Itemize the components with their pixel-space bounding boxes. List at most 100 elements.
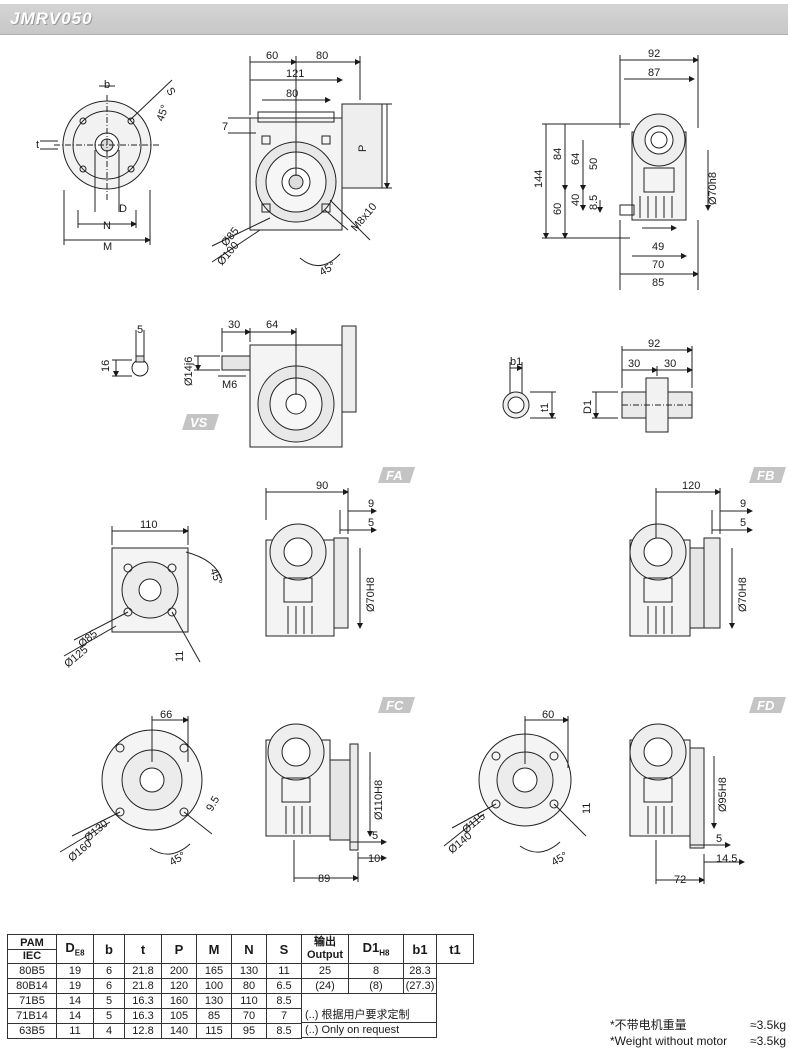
- fc-tag: FC: [378, 697, 415, 713]
- label-angle: 45°: [155, 103, 172, 123]
- note-en: (..) Only on request: [301, 1022, 437, 1038]
- label-fc-5: 5: [372, 830, 378, 842]
- label-d100: Ø100: [215, 240, 241, 268]
- label-fc-10: 10: [368, 853, 380, 865]
- label-b: b: [104, 79, 110, 91]
- fd-tag: FD: [749, 697, 786, 713]
- fc-flange-view: [59, 716, 213, 855]
- fd-flange-view: [443, 716, 587, 853]
- header-d1: D1H8: [348, 934, 404, 964]
- svg-text:FB: FB: [757, 468, 774, 483]
- label-vs-5: 5: [137, 324, 143, 336]
- header-pam: PAM: [20, 936, 44, 949]
- label-80: 80: [286, 88, 298, 100]
- weight-value-en: ≈3.5kg: [750, 1034, 786, 1048]
- label-40: 40: [570, 194, 582, 206]
- label-m8x10: M8x10: [349, 201, 379, 234]
- weight-row-en: *Weight without motor ≈3.5kg: [610, 1033, 786, 1049]
- label-144: 144: [533, 170, 545, 188]
- label-n: N: [103, 220, 111, 232]
- note-cn: (..) 根据用户要求定制: [301, 993, 437, 1023]
- label-64: 64: [570, 153, 582, 165]
- svg-text:VS: VS: [190, 415, 208, 430]
- header-s: S: [266, 934, 302, 964]
- weight-value-cn: ≈3.5kg: [750, 1018, 786, 1032]
- gearbox-side-view: [542, 55, 711, 290]
- label-hollow-30a: 30: [628, 358, 640, 370]
- label-80-top: 80: [316, 50, 328, 62]
- label-70: 70: [652, 259, 664, 271]
- label-fd-5: 5: [716, 833, 722, 845]
- label-hollow-30b: 30: [664, 358, 676, 370]
- vs-tag: VS: [182, 414, 219, 430]
- header-t: t: [124, 934, 162, 964]
- label-p: P: [357, 145, 369, 152]
- weight-row-cn: *不带电机重量 ≈3.5kg: [610, 1017, 786, 1033]
- label-d: D: [119, 203, 127, 215]
- label-m: M: [103, 241, 112, 253]
- label-fa-11: 11: [174, 651, 186, 662]
- table-row: (24)(8)(27.3): [301, 978, 474, 994]
- label-fd-d95h8: Ø95H8: [717, 777, 729, 812]
- label-fc-angle: 45°: [168, 850, 188, 869]
- gearbox-front-view: [211, 56, 392, 266]
- header-iec: IEC: [8, 948, 56, 962]
- label-fd-72: 72: [674, 874, 686, 886]
- svg-text:FC: FC: [386, 698, 404, 713]
- label-angle-front: 45°: [318, 260, 338, 279]
- label-fd-angle: 45°: [550, 850, 570, 869]
- label-vs-d14j6: Ø14j6: [183, 357, 195, 386]
- label-fd-14-5: 14.5: [716, 853, 737, 865]
- label-vs-64: 64: [266, 319, 278, 331]
- svg-text:FA: FA: [386, 468, 403, 483]
- label-fc-66: 66: [160, 709, 172, 721]
- header-de: DE8: [56, 934, 94, 964]
- label-84: 84: [552, 148, 564, 160]
- header-pam-iec: PAM IEC: [7, 934, 57, 964]
- weight-label-en: *Weight without motor: [610, 1034, 728, 1048]
- label-t1: t1: [539, 403, 551, 412]
- technical-drawing: b t S 45° D N M 60 80 121 80 7 P Ø85 Ø10…: [36, 48, 786, 886]
- weight-notes: *不带电机重量 ≈3.5kg *Weight without motor ≈3.…: [610, 1017, 786, 1049]
- hollow-shaft-side: [592, 346, 693, 433]
- svg-text:FD: FD: [757, 698, 775, 713]
- fc-side-view: [265, 723, 387, 882]
- weight-label-cn: *不带电机重量: [610, 1018, 687, 1032]
- label-fa-5: 5: [368, 517, 374, 529]
- label-d70h8: Ø70h8: [707, 172, 719, 205]
- label-fa-90: 90: [316, 480, 328, 492]
- label-t: t: [36, 139, 39, 151]
- label-121: 121: [286, 68, 304, 80]
- header-m: M: [196, 934, 232, 964]
- label-fb-9: 9: [740, 498, 746, 510]
- label-s: S: [163, 86, 177, 98]
- page-title: JMRV050: [10, 9, 93, 28]
- label-d1: D1: [582, 400, 594, 414]
- header-p: P: [161, 934, 197, 964]
- label-fa-9: 9: [368, 498, 374, 510]
- label-fa-d70h8: Ø70H8: [365, 577, 377, 612]
- label-fd-60: 60: [542, 709, 554, 721]
- label-49: 49: [652, 241, 664, 253]
- table-row: (..) 根据用户要求定制: [301, 993, 474, 1023]
- label-b1: b1: [510, 356, 522, 368]
- label-vs-30: 30: [228, 319, 240, 331]
- header-b: b: [93, 934, 125, 964]
- label-60: 60: [266, 50, 278, 62]
- fa-side-view: [265, 488, 377, 637]
- label-7: 7: [222, 121, 228, 133]
- label-fc-d110h8: Ø110H8: [373, 780, 385, 820]
- label-vs-m6: M6: [222, 379, 237, 391]
- label-50: 50: [588, 158, 600, 170]
- label-85: 85: [652, 277, 664, 289]
- table-row: (..) Only on request: [301, 1022, 474, 1038]
- output-label-en: Output: [306, 949, 344, 961]
- hollow-shaft-key: [502, 362, 556, 419]
- label-fb-5: 5: [740, 517, 746, 529]
